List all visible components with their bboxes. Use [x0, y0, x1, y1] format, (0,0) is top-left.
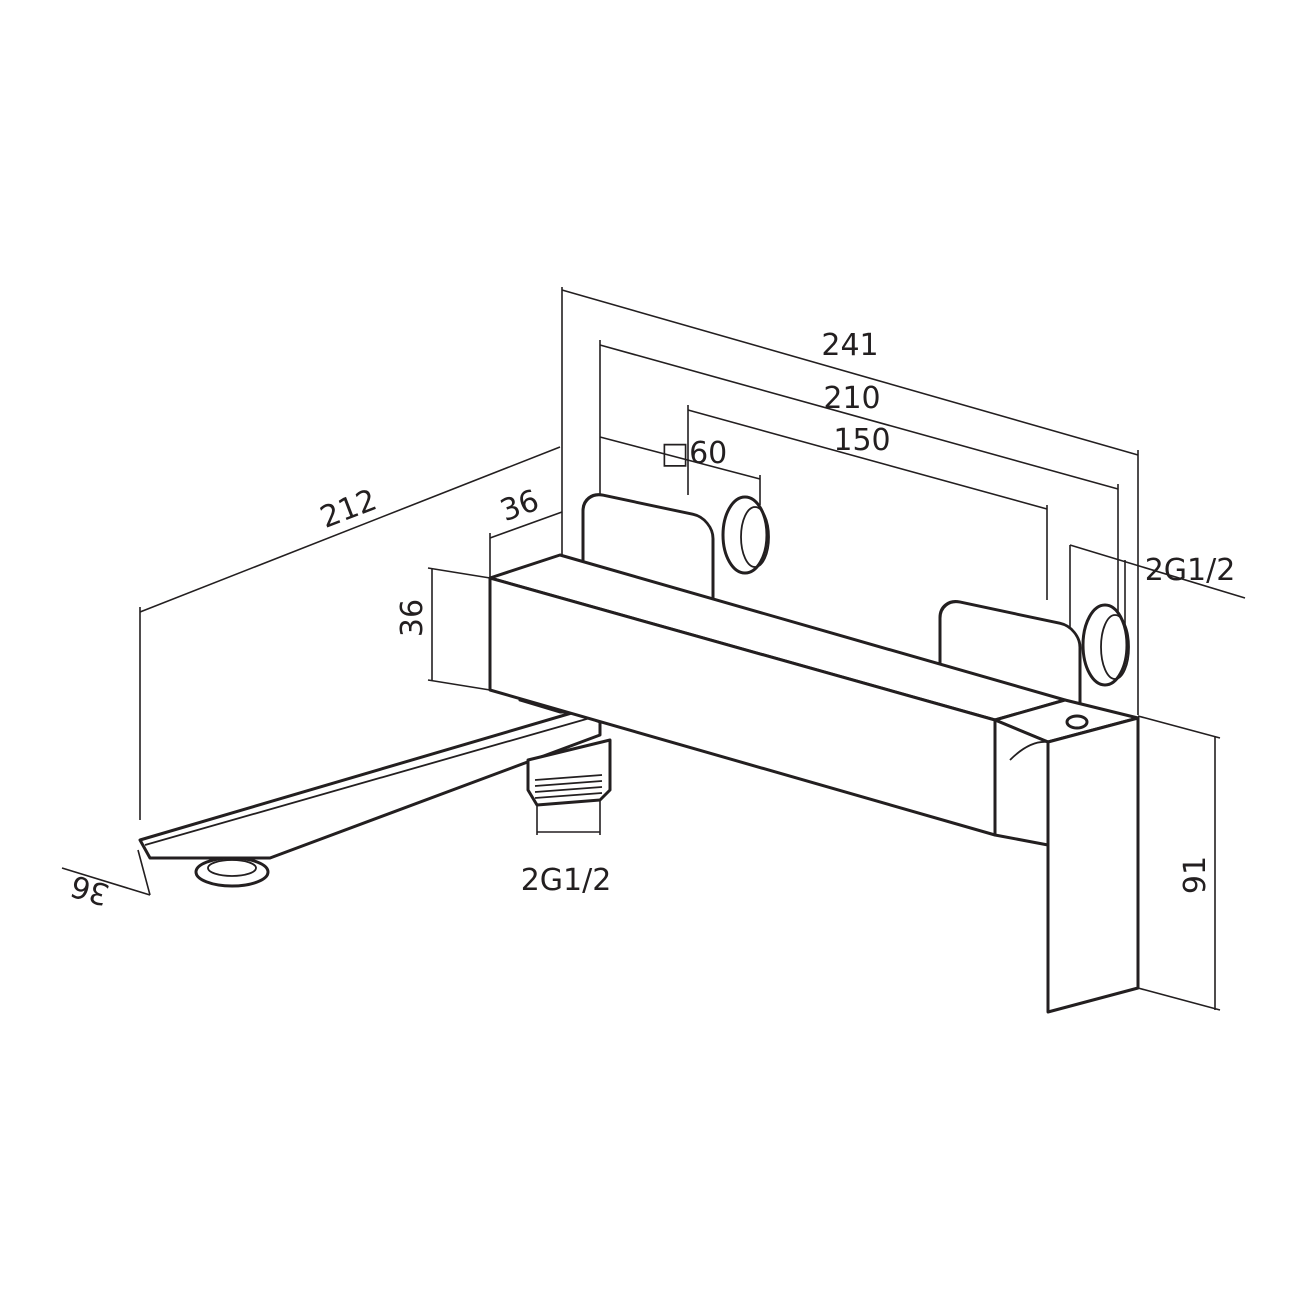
dim-label-connection-bottom: 2G1/2: [521, 863, 612, 898]
dim-label-241: 241: [821, 328, 878, 363]
dim-label-36-spout: 36: [67, 867, 114, 912]
dim-label-36-depth: 36: [496, 483, 544, 529]
dim-label-36-height: 36: [395, 599, 430, 637]
dim-label-connection-right: 2G1/2: [1145, 553, 1236, 588]
dim-label-212: 212: [316, 483, 382, 536]
dim-label-210: 210: [823, 381, 880, 416]
dimension-lines: [61, 287, 1246, 1011]
dim-label-handle-size: □60: [661, 436, 728, 471]
dim-label-150: 150: [833, 423, 890, 458]
dim-label-91: 91: [1178, 856, 1213, 894]
bottom-connector: [526, 738, 612, 807]
mixer-body: [488, 553, 1140, 1014]
